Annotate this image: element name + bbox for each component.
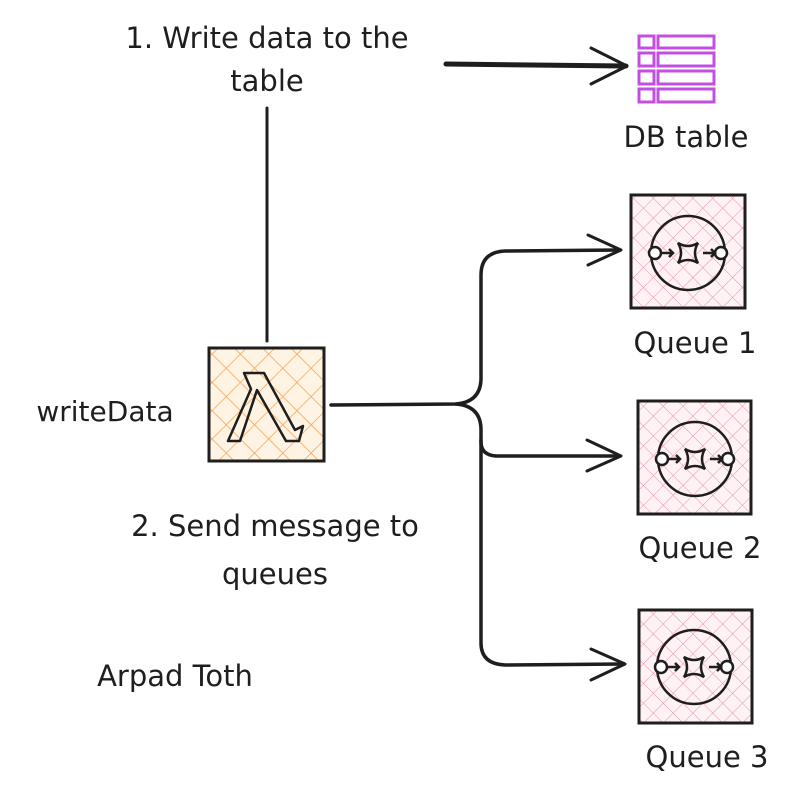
queue1-label: Queue 1 bbox=[634, 326, 757, 360]
step2-label-line1: 2. Send message to bbox=[131, 509, 419, 543]
lambda-icon bbox=[226, 371, 305, 443]
queue-icon bbox=[653, 628, 735, 706]
queue3-label: Queue 3 bbox=[646, 740, 769, 774]
queue3-node bbox=[637, 608, 754, 725]
queue2-label: Queue 2 bbox=[639, 531, 762, 565]
queue2-arrowhead bbox=[585, 438, 623, 473]
queue3-arrowhead bbox=[589, 647, 627, 682]
write-arrow bbox=[443, 46, 629, 86]
step1-label-line2: table bbox=[230, 64, 303, 98]
db-table-label: DB table bbox=[624, 120, 749, 154]
queue-icon bbox=[647, 214, 729, 292]
queue1-node bbox=[629, 193, 747, 310]
fanout-connectors bbox=[329, 248, 626, 667]
step1-label-line1: 1. Write data to the bbox=[125, 21, 408, 55]
queue1-arrowhead bbox=[586, 233, 623, 267]
step2-label-line2: queues bbox=[222, 557, 328, 591]
lambda-label: writeData bbox=[36, 395, 173, 428]
queue2-node bbox=[636, 399, 753, 516]
lambda-node bbox=[207, 346, 326, 463]
author-label: Arpad Toth bbox=[97, 659, 253, 693]
queue-icon bbox=[654, 420, 736, 498]
db-table-icon bbox=[637, 34, 716, 104]
